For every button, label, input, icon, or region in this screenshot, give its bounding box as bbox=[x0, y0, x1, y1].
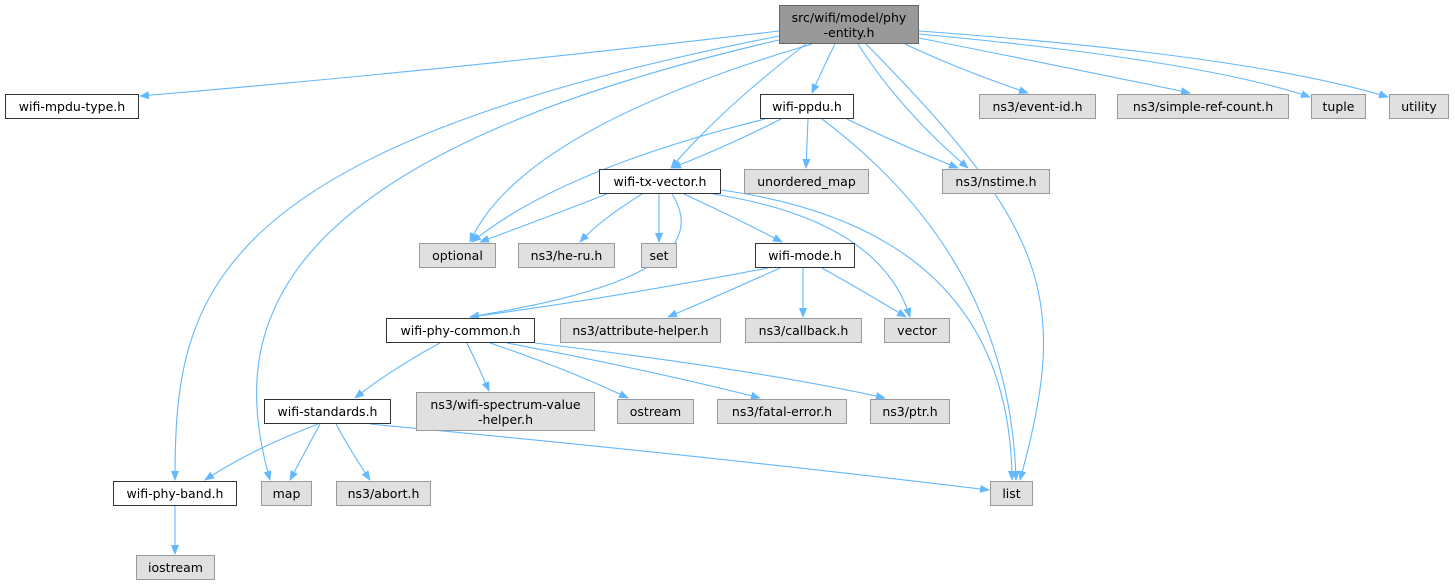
node-tuple[interactable]: tuple bbox=[1311, 94, 1366, 119]
edge-tx-vector-to-vector bbox=[712, 193, 912, 318]
node-wifi-standards-h[interactable]: wifi-standards.h bbox=[264, 399, 391, 424]
node-ns3-abort-h[interactable]: ns3/abort.h bbox=[336, 481, 431, 506]
node-label: utility bbox=[1401, 99, 1437, 114]
edge-ppdu-to-unordered-map bbox=[802, 118, 811, 169]
node-vector[interactable]: vector bbox=[884, 318, 950, 343]
edge-wifi-mode-to-vector bbox=[821, 267, 907, 318]
node-label: set bbox=[649, 248, 669, 263]
node-label: optional bbox=[432, 248, 483, 263]
node-label: ns3/simple-ref-count.h bbox=[1132, 99, 1274, 114]
node-wifi-mode-h[interactable]: wifi-mode.h bbox=[755, 243, 855, 268]
node-label: vector bbox=[897, 323, 937, 338]
node-unordered-map[interactable]: unordered_map bbox=[744, 169, 869, 194]
node-label: ns3/ptr.h bbox=[882, 404, 938, 419]
edge-phy-entity-to-tuple bbox=[918, 33, 1311, 98]
edge-standards-to-list bbox=[369, 423, 990, 493]
node-label: tuple bbox=[1322, 99, 1355, 114]
node-ns3-fatal-error-h[interactable]: ns3/fatal-error.h bbox=[717, 399, 847, 424]
node-set[interactable]: set bbox=[641, 243, 677, 268]
node-ns3-nstime-h[interactable]: ns3/nstime.h bbox=[942, 169, 1050, 194]
node-label: ns3/he-ru.h bbox=[530, 248, 603, 263]
node-ns3-simple-ref-count-h[interactable]: ns3/simple-ref-count.h bbox=[1117, 94, 1289, 119]
edge-tx-vector-to-list bbox=[720, 189, 1016, 481]
node-label: wifi-standards.h bbox=[277, 404, 378, 419]
edge-phy-entity-to-optional bbox=[469, 43, 813, 243]
node-label: ostream bbox=[629, 404, 682, 419]
node-label: map bbox=[272, 486, 301, 501]
node-label: ns3/abort.h bbox=[347, 486, 420, 501]
edge-phy-entity-to-map bbox=[256, 39, 780, 481]
edge-wifi-mode-to-phy-common bbox=[469, 267, 769, 320]
edge-phy-common-to-ptr bbox=[534, 342, 886, 400]
node-wifi-phy-common-h[interactable]: wifi-phy-common.h bbox=[386, 318, 535, 343]
edge-tx-vector-to-phy-common bbox=[469, 193, 682, 320]
node-optional[interactable]: optional bbox=[419, 243, 496, 268]
node-ns3-event-id-h[interactable]: ns3/event-id.h bbox=[979, 94, 1096, 119]
edge-standards-to-map bbox=[289, 423, 321, 481]
node-label: unordered_map bbox=[757, 174, 856, 189]
edge-phy-common-to-fatal-error bbox=[506, 342, 761, 400]
node-label: list bbox=[1002, 486, 1021, 501]
edge-phy-entity-to-tx-vector bbox=[670, 43, 807, 169]
edge-wifi-mode-to-attribute-helper bbox=[667, 267, 781, 318]
node-wifi-mpdu-type-h[interactable]: wifi-mpdu-type.h bbox=[5, 94, 139, 119]
node-label: ns3/nstime.h bbox=[955, 174, 1037, 189]
edge-phy-entity-to-ppdu bbox=[811, 43, 836, 94]
edge-phy-entity-to-list bbox=[865, 43, 1045, 481]
node-label: wifi-mode.h bbox=[768, 248, 842, 263]
node-label: ns3/fatal-error.h bbox=[731, 404, 833, 419]
node-label-line: -entity.h bbox=[823, 24, 875, 40]
edge-tx-vector-to-wifi-mode bbox=[683, 193, 783, 243]
node-label: wifi-phy-band.h bbox=[126, 486, 224, 501]
edge-phy-entity-to-phy-band bbox=[171, 35, 780, 481]
node-phy-entity-h[interactable]: src/wifi/model/phy -entity.h bbox=[779, 5, 919, 44]
node-label: iostream bbox=[148, 560, 203, 575]
edge-tx-vector-to-optional bbox=[479, 193, 608, 243]
node-label-line: src/wifi/model/phy bbox=[791, 9, 907, 25]
node-iostream[interactable]: iostream bbox=[136, 555, 215, 580]
node-label: wifi-mpdu-type.h bbox=[18, 99, 126, 114]
edge-phy-entity-to-mpdu-type bbox=[139, 30, 780, 100]
node-ns3-callback-h[interactable]: ns3/callback.h bbox=[745, 318, 862, 343]
node-label-line: ns3/wifi-spectrum-value bbox=[430, 396, 581, 412]
node-ns3-wifi-spectrum-value-helper-h[interactable]: ns3/wifi-spectrum-value -helper.h bbox=[416, 392, 595, 431]
node-wifi-phy-band-h[interactable]: wifi-phy-band.h bbox=[113, 481, 237, 506]
edge-phy-entity-to-utility bbox=[918, 30, 1389, 99]
edge-ppdu-to-list bbox=[821, 118, 1020, 481]
edge-ppdu-to-optional bbox=[471, 118, 766, 243]
node-label-line: -helper.h bbox=[477, 411, 534, 427]
edge-phy-common-to-ostream bbox=[489, 342, 629, 399]
edge-phy-entity-to-simple-ref bbox=[918, 37, 1191, 96]
edge-standards-to-abort bbox=[335, 423, 371, 481]
edge-tx-vector-to-he-ru bbox=[579, 193, 643, 243]
edge-standards-to-phy-band bbox=[204, 423, 319, 481]
edge-ppdu-to-tx-vector bbox=[671, 118, 782, 169]
node-wifi-tx-vector-h[interactable]: wifi-tx-vector.h bbox=[599, 169, 721, 194]
edge-phy-entity-to-event-id bbox=[904, 43, 1029, 94]
edge-phy-common-to-standards bbox=[354, 342, 441, 399]
node-wifi-ppdu-h[interactable]: wifi-ppdu.h bbox=[760, 94, 854, 119]
node-label: wifi-ppdu.h bbox=[772, 99, 842, 114]
node-label: ns3/event-id.h bbox=[992, 99, 1083, 114]
node-label: wifi-phy-common.h bbox=[400, 323, 521, 338]
edge-phy-common-to-spectrum bbox=[466, 342, 490, 392]
edge-phy-entity-to-nstime bbox=[857, 43, 969, 169]
node-ostream[interactable]: ostream bbox=[617, 399, 694, 424]
node-label: ns3/attribute-helper.h bbox=[572, 323, 709, 338]
node-ns3-attribute-helper-h[interactable]: ns3/attribute-helper.h bbox=[560, 318, 721, 343]
node-list[interactable]: list bbox=[990, 481, 1033, 506]
node-label: ns3/callback.h bbox=[758, 323, 849, 338]
node-label: wifi-tx-vector.h bbox=[613, 174, 707, 189]
edge-ppdu-to-nstime bbox=[846, 118, 959, 169]
node-utility[interactable]: utility bbox=[1389, 94, 1449, 119]
node-map[interactable]: map bbox=[261, 481, 312, 506]
node-ns3-ptr-h[interactable]: ns3/ptr.h bbox=[870, 399, 950, 424]
node-ns3-he-ru-h[interactable]: ns3/he-ru.h bbox=[518, 243, 615, 268]
